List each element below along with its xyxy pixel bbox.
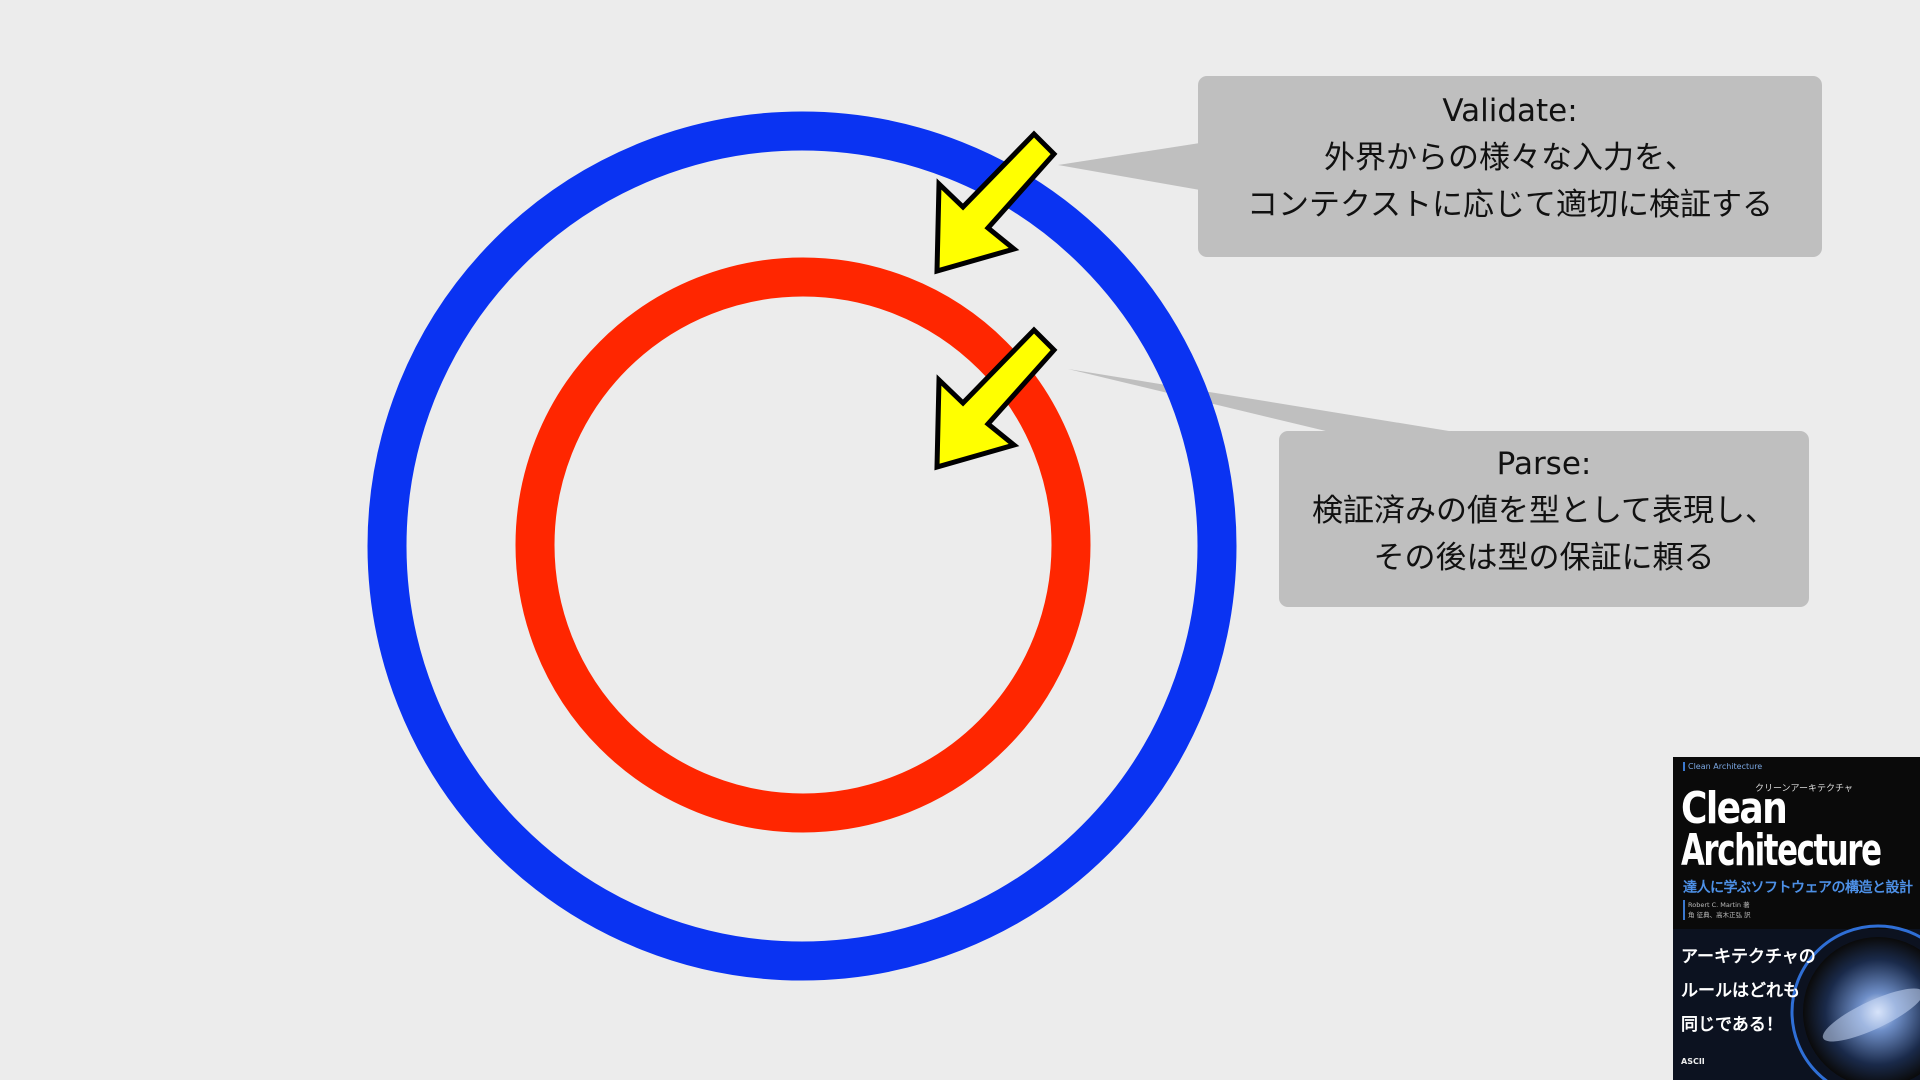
parse-arrow-icon [934,326,1058,471]
book-series-label: Clean Architecture [1683,762,1762,771]
galaxy-illustration [1673,924,1920,1080]
book-title-line2: Architecture [1681,825,1882,876]
book-katakana-title: クリーンアーキテクチャ [1755,784,1853,794]
validate-callout-bubble [1058,76,1822,257]
validate-arrow-icon [934,130,1058,275]
book-credits: Robert C. Martin 著 角 征典、高木正弘 訳 [1683,900,1751,920]
parse-inner-ring [515,257,1091,833]
book-subtitle: 達人に学ぶソフトウェアの構造と設計 [1683,880,1913,896]
validate-outer-ring [367,111,1237,981]
book-publisher: ASCII [1681,1057,1705,1066]
book-translators: 角 征典、高木正弘 訳 [1688,911,1751,919]
book-cover-image: Clean Architecture クリーンアーキテクチャ Clean Arc… [1673,757,1920,1080]
book-author: Robert C. Martin 著 [1688,901,1750,909]
parse-callout-text: Parse: 検証済みの値を型として表現し、 その後は型の保証に頼る [1311,446,1777,576]
validate-callout-text: Validate: 外界からの様々な入力を、 コンテクストに応じて適切に検証する [1246,93,1774,223]
book-title-line1: Clean [1681,783,1788,834]
book-tagline: アーキテクチャの ルールはどれも 同じである！ [1681,947,1816,1035]
